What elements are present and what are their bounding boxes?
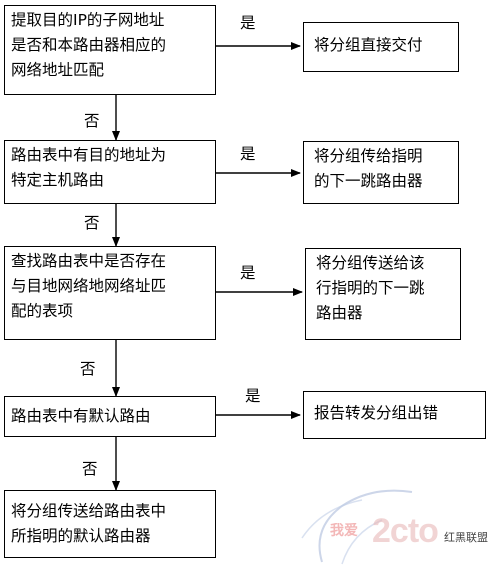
yes-label-4: 是 — [245, 387, 261, 405]
no-label-3: 否 — [80, 360, 96, 378]
yes-label-1: 是 — [240, 14, 256, 32]
decision-box-2: 路由表中有目的地址为 特定主机路由 — [4, 140, 216, 204]
action-box-1: 将分组直接交付 — [303, 22, 459, 72]
no-label-4: 否 — [82, 460, 98, 478]
yes-label-2: 是 — [240, 145, 256, 163]
decision-box-1: 提取目的IP的子网地址 是否和本路由器相应的 网络地址匹配 — [4, 5, 216, 95]
action-box-3: 将分组传送给该 行指明的下一跳 路由器 — [305, 248, 461, 340]
final-box: 将分组传送给路由表中 所指明的默认路由器 — [4, 490, 216, 558]
watermark-text: 我爱 — [330, 523, 358, 539]
decision-box-3: 查找路由表中是否存在 与目地网络地网络址匹 配的表项 — [4, 246, 216, 340]
watermark-brand: 2cto — [372, 512, 439, 550]
yes-label-3: 是 — [240, 264, 256, 282]
action-box-4: 报告转发分组出错 — [303, 391, 486, 439]
no-label-1: 否 — [84, 112, 100, 130]
no-label-2: 否 — [84, 214, 100, 232]
decision-box-4: 路由表中有默认路由 — [4, 396, 216, 437]
watermark-logo — [301, 489, 413, 565]
watermark-tag: 红黑联盟 — [444, 529, 488, 545]
action-box-2: 将分组传给指明 的下一跳路由器 — [303, 141, 459, 204]
